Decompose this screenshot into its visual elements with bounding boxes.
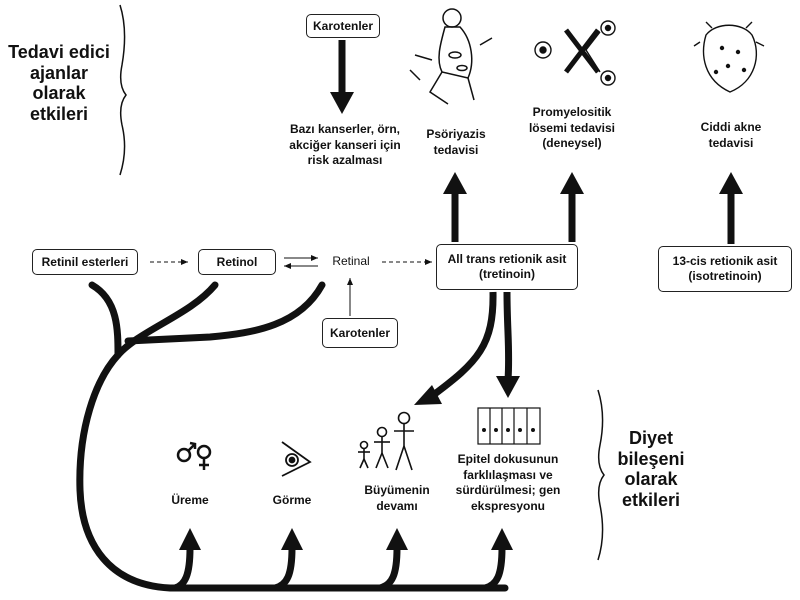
vision-label: Görme — [272, 493, 312, 507]
vision-up-arrow — [273, 528, 303, 592]
epithelial-cells-icon — [477, 407, 541, 445]
tretinoin-psoriasis-arrow — [443, 172, 467, 242]
13-cis-retinoic-box: 13-cis retionik asit (isotretinoin) — [658, 246, 792, 292]
reproduction-up-arrow — [173, 528, 201, 592]
psoriasis-label: Psöriyazis tedavisi — [426, 127, 486, 157]
tretinoin-epithelial-arrow — [496, 291, 520, 398]
retinol-box: Retinol — [198, 249, 276, 275]
psoriasis-figure-icon — [409, 8, 493, 105]
male-female-symbols-icon — [176, 441, 212, 470]
epithelial-label: Epitel dokusunun farklılaşması ve sürdür… — [455, 452, 561, 513]
eye-icon — [281, 441, 312, 477]
tretinoin-growth-arrow — [414, 291, 497, 405]
carotenes-cancer-arrow — [330, 40, 354, 114]
isotretinoin-acne-arrow — [719, 172, 743, 244]
carotenes-bottom-box: Karotenler — [322, 318, 398, 348]
epithelial-up-arrow — [483, 528, 513, 592]
dietary-brace — [597, 389, 605, 561]
therapeutic-header: Tedavi edici ajanlar olarak etkileri — [8, 42, 110, 125]
growth-up-arrow — [378, 528, 408, 592]
leukemia-label: Promyelositik lösemi tedavisi (deneysel) — [528, 105, 616, 151]
blocked-cell-division-icon — [534, 20, 616, 86]
stick-figures-icon — [358, 411, 414, 471]
dietary-header: Diyet bileşeni olarak etkileri — [617, 428, 685, 511]
retinal-label: Retinal — [332, 254, 370, 268]
retinoid-branches — [76, 281, 509, 592]
carotenes-top-box: Karotenler — [306, 14, 380, 38]
tretinoin-leukemia-arrow — [560, 172, 584, 242]
retinyl-esters-box: Retinil esterleri — [32, 249, 138, 275]
therapeutic-brace — [119, 4, 127, 176]
acne-face-icon — [693, 21, 765, 93]
all-trans-retinoic-box: All trans retionik asit (tretinoin) — [436, 244, 578, 290]
reproduction-label: Üreme — [171, 493, 209, 507]
acne-label: Ciddi akne tedavisi — [700, 120, 762, 150]
growth-label: Büyümenin devamı — [364, 483, 430, 513]
cancer-risk-label: Bazı kanserler, örn, akciğer kanseri içi… — [289, 122, 401, 168]
